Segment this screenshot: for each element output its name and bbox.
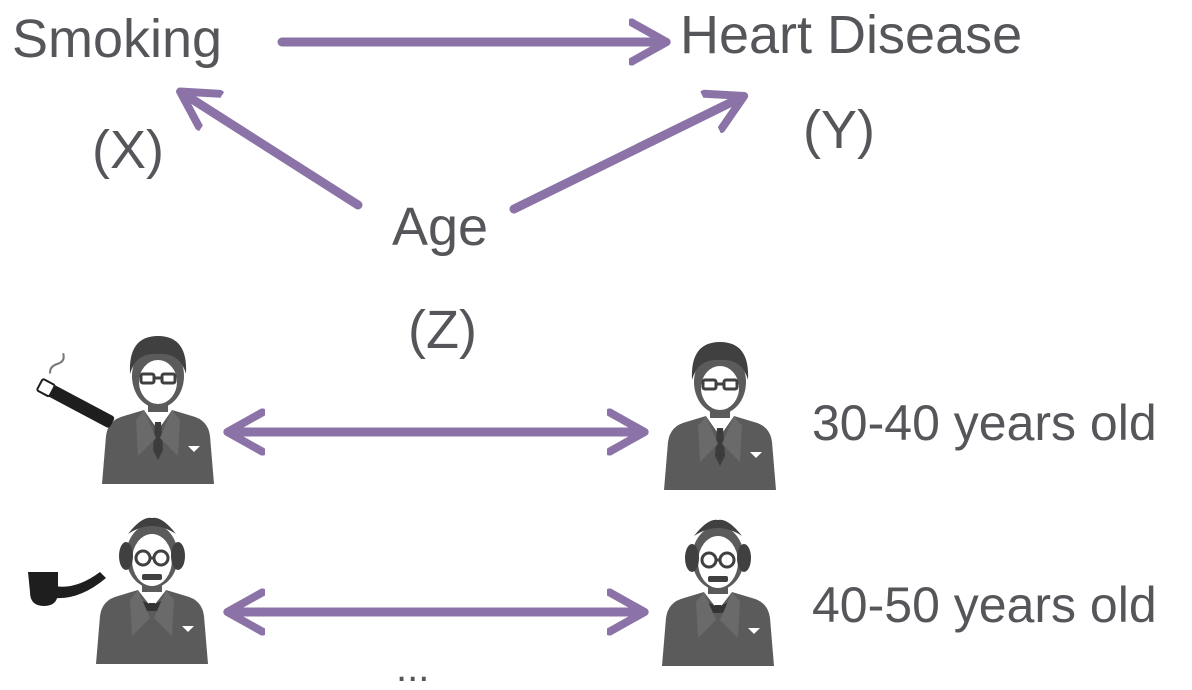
edge-age-to-heart-disease <box>509 98 740 214</box>
age-group-label-row-2: 40-50 years old <box>812 577 1157 633</box>
node-symbol-x: (X) <box>92 120 164 180</box>
match-row-2 <box>28 516 776 668</box>
smoker-person-icon <box>100 334 216 486</box>
node-symbol-z: (Z) <box>408 300 477 360</box>
node-label-heart-disease: Heart Disease <box>680 5 1023 65</box>
smoker-person-icon <box>94 516 210 666</box>
age-group-label-row-1: 30-40 years old <box>812 395 1157 451</box>
pipe-icon <box>28 572 106 606</box>
non-smoker-person-icon <box>662 340 778 492</box>
more-rows-ellipsis: ... <box>396 646 430 690</box>
causal-diagram <box>184 42 740 214</box>
non-smoker-person-icon <box>660 518 776 668</box>
edge-age-to-smoking <box>184 94 363 210</box>
cigarette-icon <box>36 352 115 428</box>
node-label-age: Age <box>392 197 489 257</box>
node-label-smoking: Smoking <box>12 9 223 69</box>
match-row-1 <box>36 334 778 492</box>
node-symbol-y: (Y) <box>803 100 875 160</box>
matching-rows <box>28 334 778 668</box>
